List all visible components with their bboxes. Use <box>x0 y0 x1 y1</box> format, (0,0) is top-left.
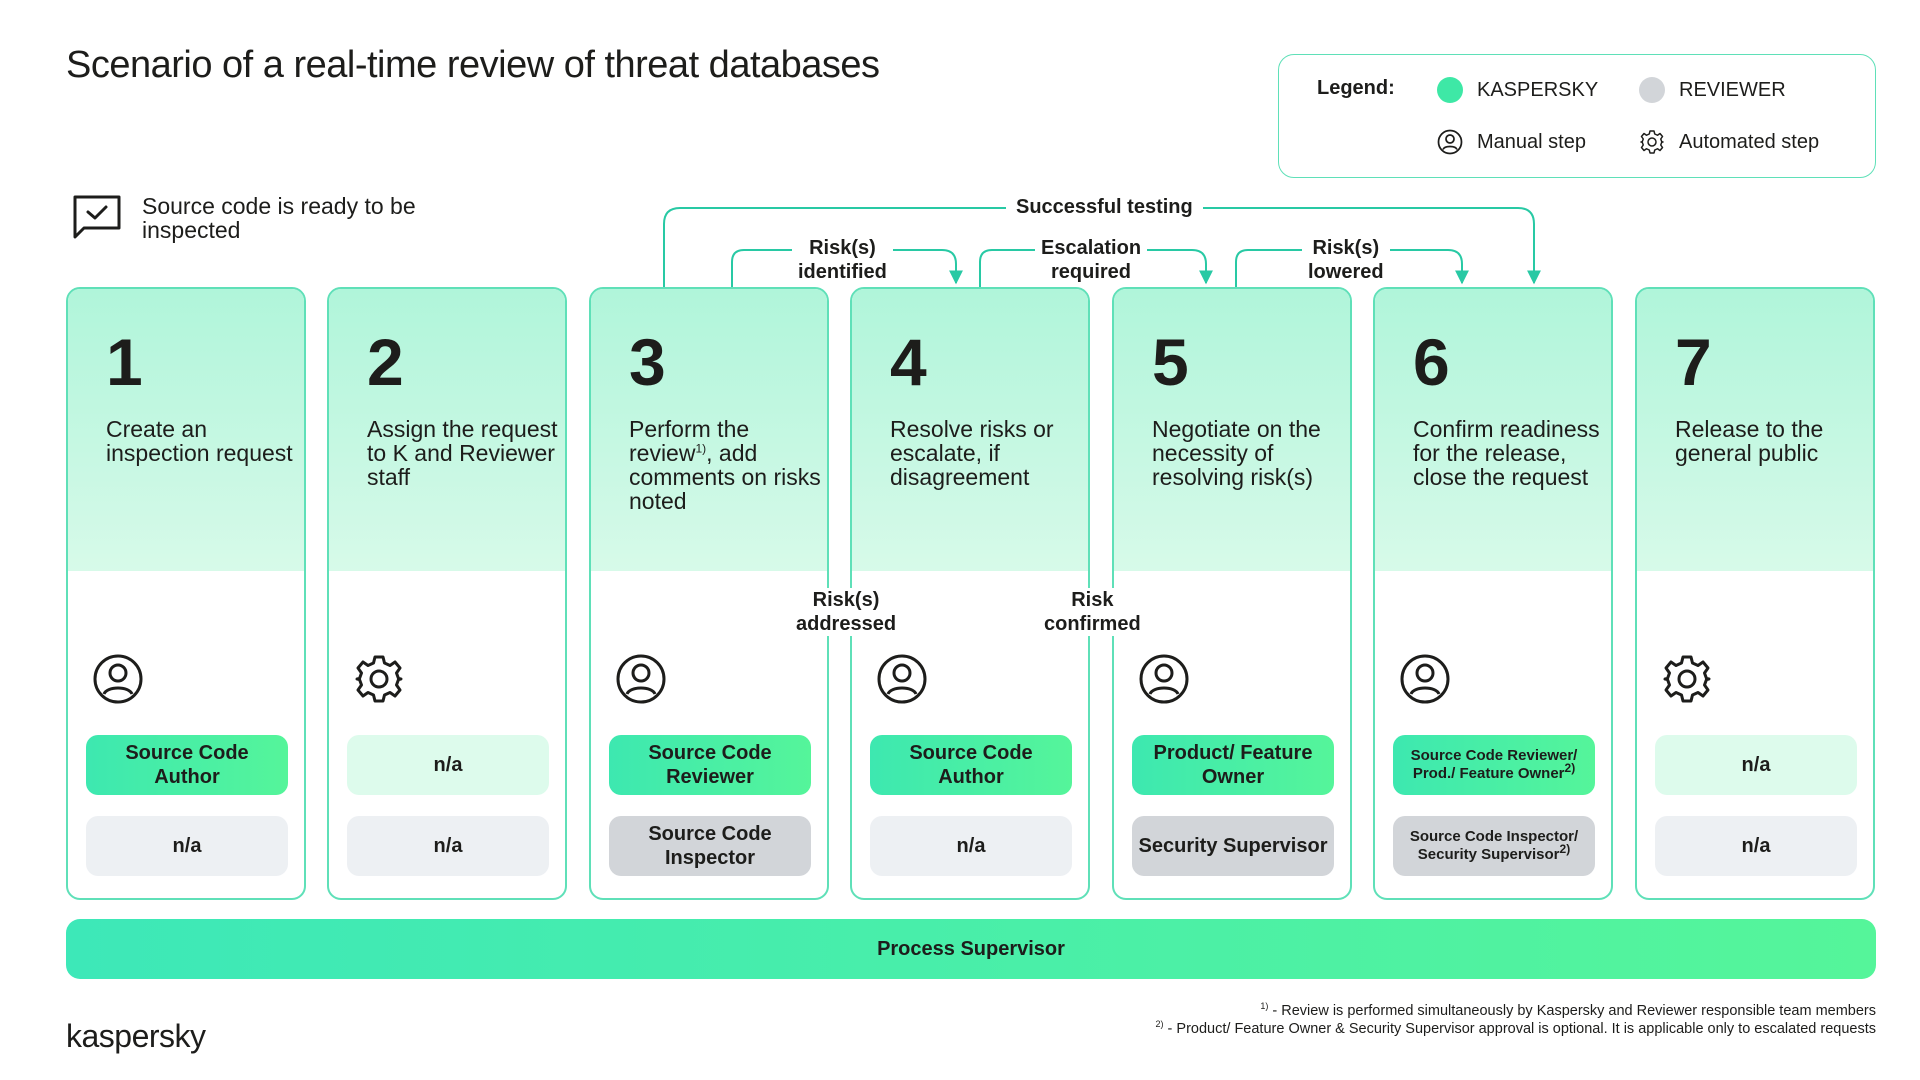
person-icon <box>1139 654 1189 704</box>
step-header: 2 Assign the request to K and Reviewer s… <box>329 289 565 571</box>
person-icon <box>1437 129 1463 155</box>
successful-testing-label: Successful testing <box>1006 195 1203 219</box>
footnote-text: - Review is performed simultaneously by … <box>1268 1003 1876 1019</box>
footnote-mark: 2) <box>1564 761 1576 775</box>
process-supervisor-bar: Process Supervisor <box>66 919 1876 979</box>
step-description-part2: , add comments on risks noted <box>629 440 821 514</box>
footnote-mark: 2) <box>1155 1019 1164 1030</box>
step-card-3: 3 Perform the review1), add comments on … <box>589 287 829 900</box>
step-header: 5 Negotiate on the necessity of resolvin… <box>1114 289 1350 571</box>
step-description: Confirm readiness for the release, close… <box>1413 416 1600 490</box>
reviewer-role: Source Code Inspector/ Security Supervis… <box>1393 816 1595 876</box>
legend-kaspersky-label: KASPERSKY <box>1477 78 1599 101</box>
step-card-6: 6 Confirm readiness for the release, clo… <box>1373 287 1613 900</box>
step-card-1: 1 Create an inspection request Source Co… <box>66 287 306 900</box>
step-number: 1 <box>106 325 143 399</box>
escalation-required-label: Escalation required <box>1035 236 1148 284</box>
risk-confirmed-line1: Risk <box>1071 589 1114 611</box>
person-icon <box>93 654 143 704</box>
step-card-2: 2 Assign the request to K and Reviewer s… <box>327 287 567 900</box>
kaspersky-role: Source Code Reviewer <box>609 735 811 795</box>
risk-confirmed-line2: confirmed <box>1044 613 1141 635</box>
risks-identified-line2: identified <box>798 261 887 283</box>
reviewer-role: Security Supervisor <box>1132 816 1334 876</box>
step-card-7: 7 Release to the general public n/a n/a <box>1635 287 1875 900</box>
kaspersky-logo: kaspersky <box>66 1018 206 1054</box>
risks-addressed-line2: addressed <box>796 613 897 635</box>
step-header: 1 Create an inspection request <box>68 289 304 571</box>
kaspersky-role: Source Code Author <box>86 735 288 795</box>
risks-addressed-label: Risk(s) addressed <box>790 588 903 636</box>
kaspersky-role: n/a <box>1655 735 1857 795</box>
legend-automated: Automated step <box>1639 129 1819 155</box>
start-note-text: Source code is ready to be inspected <box>142 193 416 243</box>
start-note: Source code is ready to be inspected <box>72 194 416 247</box>
risks-lowered-line2: lowered <box>1308 261 1384 283</box>
reviewer-dot-icon <box>1639 77 1665 103</box>
reviewer-role-text: Source Code Inspector/ Security Supervis… <box>1409 828 1579 863</box>
risks-lowered-line1: Risk(s) <box>1312 237 1380 259</box>
step-number: 7 <box>1675 325 1712 399</box>
legend-label: Legend: <box>1317 77 1395 99</box>
step-description: Resolve risks or escalate, if disagreeme… <box>890 416 1054 490</box>
risks-identified-label: Risk(s) identified <box>792 236 893 284</box>
risk-confirmed-label: Risk confirmed <box>1038 588 1147 636</box>
kaspersky-role: Product/ Feature Owner <box>1132 735 1334 795</box>
person-icon <box>616 654 666 704</box>
kaspersky-role: Source Code Author <box>870 735 1072 795</box>
step-header: 4 Resolve risks or escalate, if disagree… <box>852 289 1088 571</box>
step-number: 2 <box>367 325 404 399</box>
kaspersky-role-text: Source Code Reviewer/ Prod./ Feature Own… <box>1410 747 1578 782</box>
step-description: Release to the general public <box>1675 416 1824 466</box>
gear-icon <box>1640 130 1664 154</box>
legend: Legend: KASPERSKY REVIEWER Manual step A… <box>1278 54 1876 178</box>
step-description: Perform the review1), add comments on ri… <box>629 417 825 513</box>
gear-icon <box>355 655 403 703</box>
legend-kaspersky: KASPERSKY <box>1437 77 1598 103</box>
reviewer-role: Source Code Inspector <box>609 816 811 876</box>
legend-reviewer-label: REVIEWER <box>1679 78 1786 101</box>
gear-icon <box>1663 655 1711 703</box>
risks-lowered-label: Risk(s) lowered <box>1302 236 1390 284</box>
reviewer-role: n/a <box>870 816 1072 876</box>
kaspersky-role: n/a <box>347 735 549 795</box>
reviewer-role: n/a <box>1655 816 1857 876</box>
step-number: 3 <box>629 325 666 399</box>
step-description: Negotiate on the necessity of resolving … <box>1152 416 1321 490</box>
page-title: Scenario of a real-time review of threat… <box>66 44 880 86</box>
step-number: 4 <box>890 325 927 399</box>
step-header: 7 Release to the general public <box>1637 289 1873 571</box>
checked-message-icon <box>73 195 121 239</box>
footnote-mark: 2) <box>1559 842 1571 856</box>
kaspersky-dot-icon <box>1437 77 1463 103</box>
kaspersky-role: Source Code Reviewer/ Prod./ Feature Own… <box>1393 735 1595 795</box>
step-card-5: 5 Negotiate on the necessity of resolvin… <box>1112 287 1352 900</box>
footnotes: 1) - Review is performed simultaneously … <box>1090 1002 1876 1038</box>
person-icon <box>1400 654 1450 704</box>
escalation-required-line2: required <box>1051 261 1132 283</box>
step-number: 5 <box>1152 325 1189 399</box>
step-number: 6 <box>1413 325 1450 399</box>
risks-addressed-line1: Risk(s) <box>812 589 880 611</box>
footnote-mark: 1) <box>1260 1001 1269 1012</box>
step-header: 3 Perform the review1), add comments on … <box>591 289 827 571</box>
step-description: Create an inspection request <box>106 416 293 466</box>
legend-manual-label: Manual step <box>1477 130 1586 153</box>
legend-manual: Manual step <box>1437 129 1586 155</box>
risks-identified-line1: Risk(s) <box>809 237 876 259</box>
reviewer-role: n/a <box>86 816 288 876</box>
footnote-2: 2) - Product/ Feature Owner & Security S… <box>1090 1020 1876 1038</box>
legend-automated-label: Automated step <box>1679 130 1820 153</box>
step-header: 6 Confirm readiness for the release, clo… <box>1375 289 1611 571</box>
step-description: Assign the request to K and Reviewer sta… <box>367 416 558 490</box>
footnote-mark: 1) <box>695 441 707 456</box>
legend-reviewer: REVIEWER <box>1639 77 1786 103</box>
footnote-1: 1) - Review is performed simultaneously … <box>1090 1002 1876 1020</box>
step-description-part1: Perform the review <box>629 416 750 466</box>
escalation-required-line1: Escalation <box>1041 237 1142 259</box>
footnote-text: - Product/ Feature Owner & Security Supe… <box>1163 1021 1876 1037</box>
person-icon <box>877 654 927 704</box>
reviewer-role: n/a <box>347 816 549 876</box>
